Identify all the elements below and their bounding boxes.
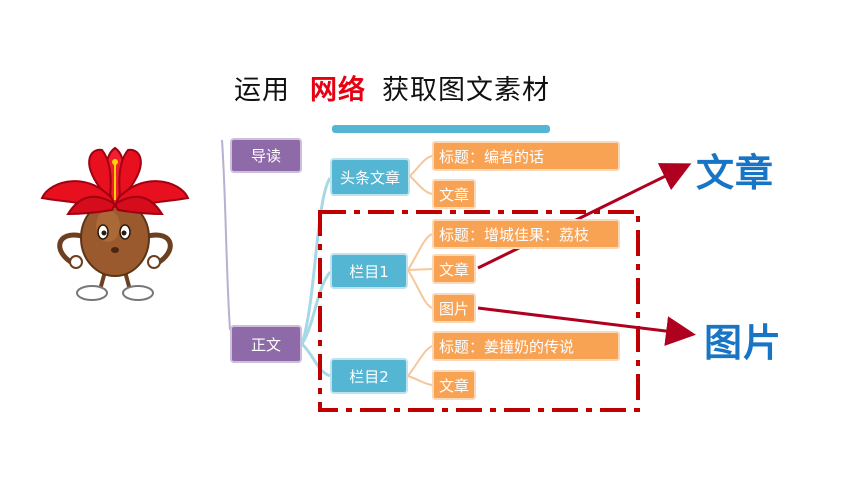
node-headline-title: 标题：编者的话 bbox=[432, 141, 620, 171]
slide-title: 运用网络获取图文素材 bbox=[234, 68, 550, 107]
callout-article-label: 文章 bbox=[696, 151, 775, 195]
mascot-illustration bbox=[40, 146, 190, 301]
node-column2-article: 文章 bbox=[432, 370, 476, 400]
node-column2-title: 标题：姜撞奶的传说 bbox=[432, 331, 620, 361]
arrow-to-article bbox=[477, 163, 692, 270]
title-part-after: 获取图文素材 bbox=[382, 75, 550, 106]
arrow-to-picture bbox=[477, 306, 696, 346]
callout-picture-label: 图片 bbox=[704, 321, 783, 365]
node-column1-title: 标题：增城佳果：荔枝 bbox=[432, 219, 620, 249]
title-part-before: 运用 bbox=[234, 75, 290, 106]
node-column1-picture: 图片 bbox=[432, 293, 476, 323]
node-headline-article: 文章 bbox=[432, 179, 476, 209]
node-column1-article: 文章 bbox=[432, 254, 476, 284]
cropped-node-bar bbox=[332, 125, 550, 133]
title-highlight: 网络 bbox=[310, 75, 366, 106]
highlight-dashed-box bbox=[318, 210, 640, 412]
node-column1: 栏目1 bbox=[330, 253, 408, 289]
node-body: 正文 bbox=[230, 325, 302, 363]
node-column2: 栏目2 bbox=[330, 358, 408, 394]
node-intro: 导读 bbox=[230, 138, 302, 173]
node-headline: 头条文章 bbox=[330, 158, 410, 196]
